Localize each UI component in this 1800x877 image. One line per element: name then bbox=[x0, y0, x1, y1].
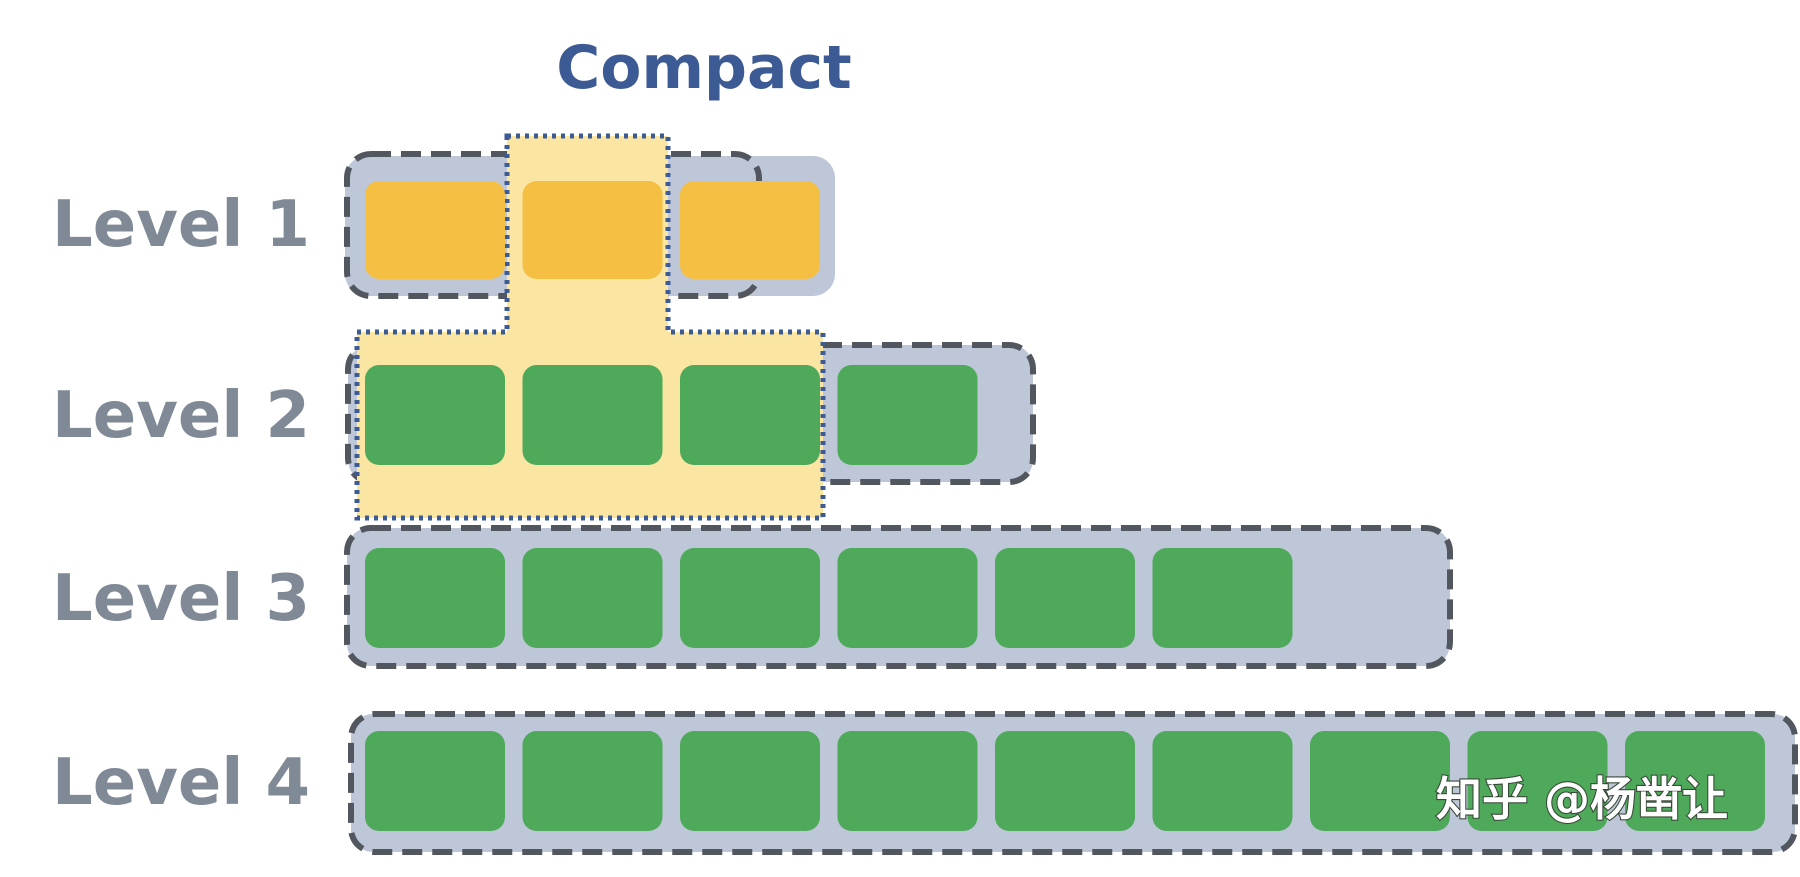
level-4-block bbox=[1152, 731, 1293, 831]
level-3-block bbox=[365, 548, 505, 648]
level-2-block bbox=[522, 365, 663, 465]
level-2-label: Level 2 bbox=[52, 379, 310, 453]
level-2-block bbox=[680, 365, 820, 465]
level-1-label: Level 1 bbox=[52, 188, 310, 262]
level-4-block bbox=[1467, 731, 1608, 831]
level-4-block bbox=[995, 731, 1135, 831]
level-1-block bbox=[365, 181, 505, 279]
level-4-block bbox=[365, 731, 505, 831]
level-2-block bbox=[365, 365, 505, 465]
level-4-block bbox=[837, 731, 978, 831]
level-3-block bbox=[837, 548, 978, 648]
level-4-block bbox=[680, 731, 820, 831]
level-4-label: Level 4 bbox=[52, 746, 310, 820]
level-4-dashed-outline bbox=[348, 711, 1798, 855]
level-1-block bbox=[680, 181, 820, 279]
level-3-label: Level 3 bbox=[52, 562, 310, 636]
level-2-block bbox=[837, 365, 978, 465]
level-3-block bbox=[1152, 548, 1293, 648]
level-3-block bbox=[680, 548, 820, 648]
compact-title: Compact bbox=[556, 33, 851, 103]
watermark: 知乎 @杨凿让 bbox=[1436, 772, 1728, 826]
level-3-dashed-outline bbox=[344, 525, 1453, 669]
level-3-block bbox=[995, 548, 1135, 648]
level-3-block bbox=[522, 548, 663, 648]
level-4-block bbox=[1310, 731, 1450, 831]
level-1-block bbox=[522, 181, 663, 279]
level-4-block bbox=[1625, 731, 1765, 831]
level-4-block bbox=[522, 731, 663, 831]
